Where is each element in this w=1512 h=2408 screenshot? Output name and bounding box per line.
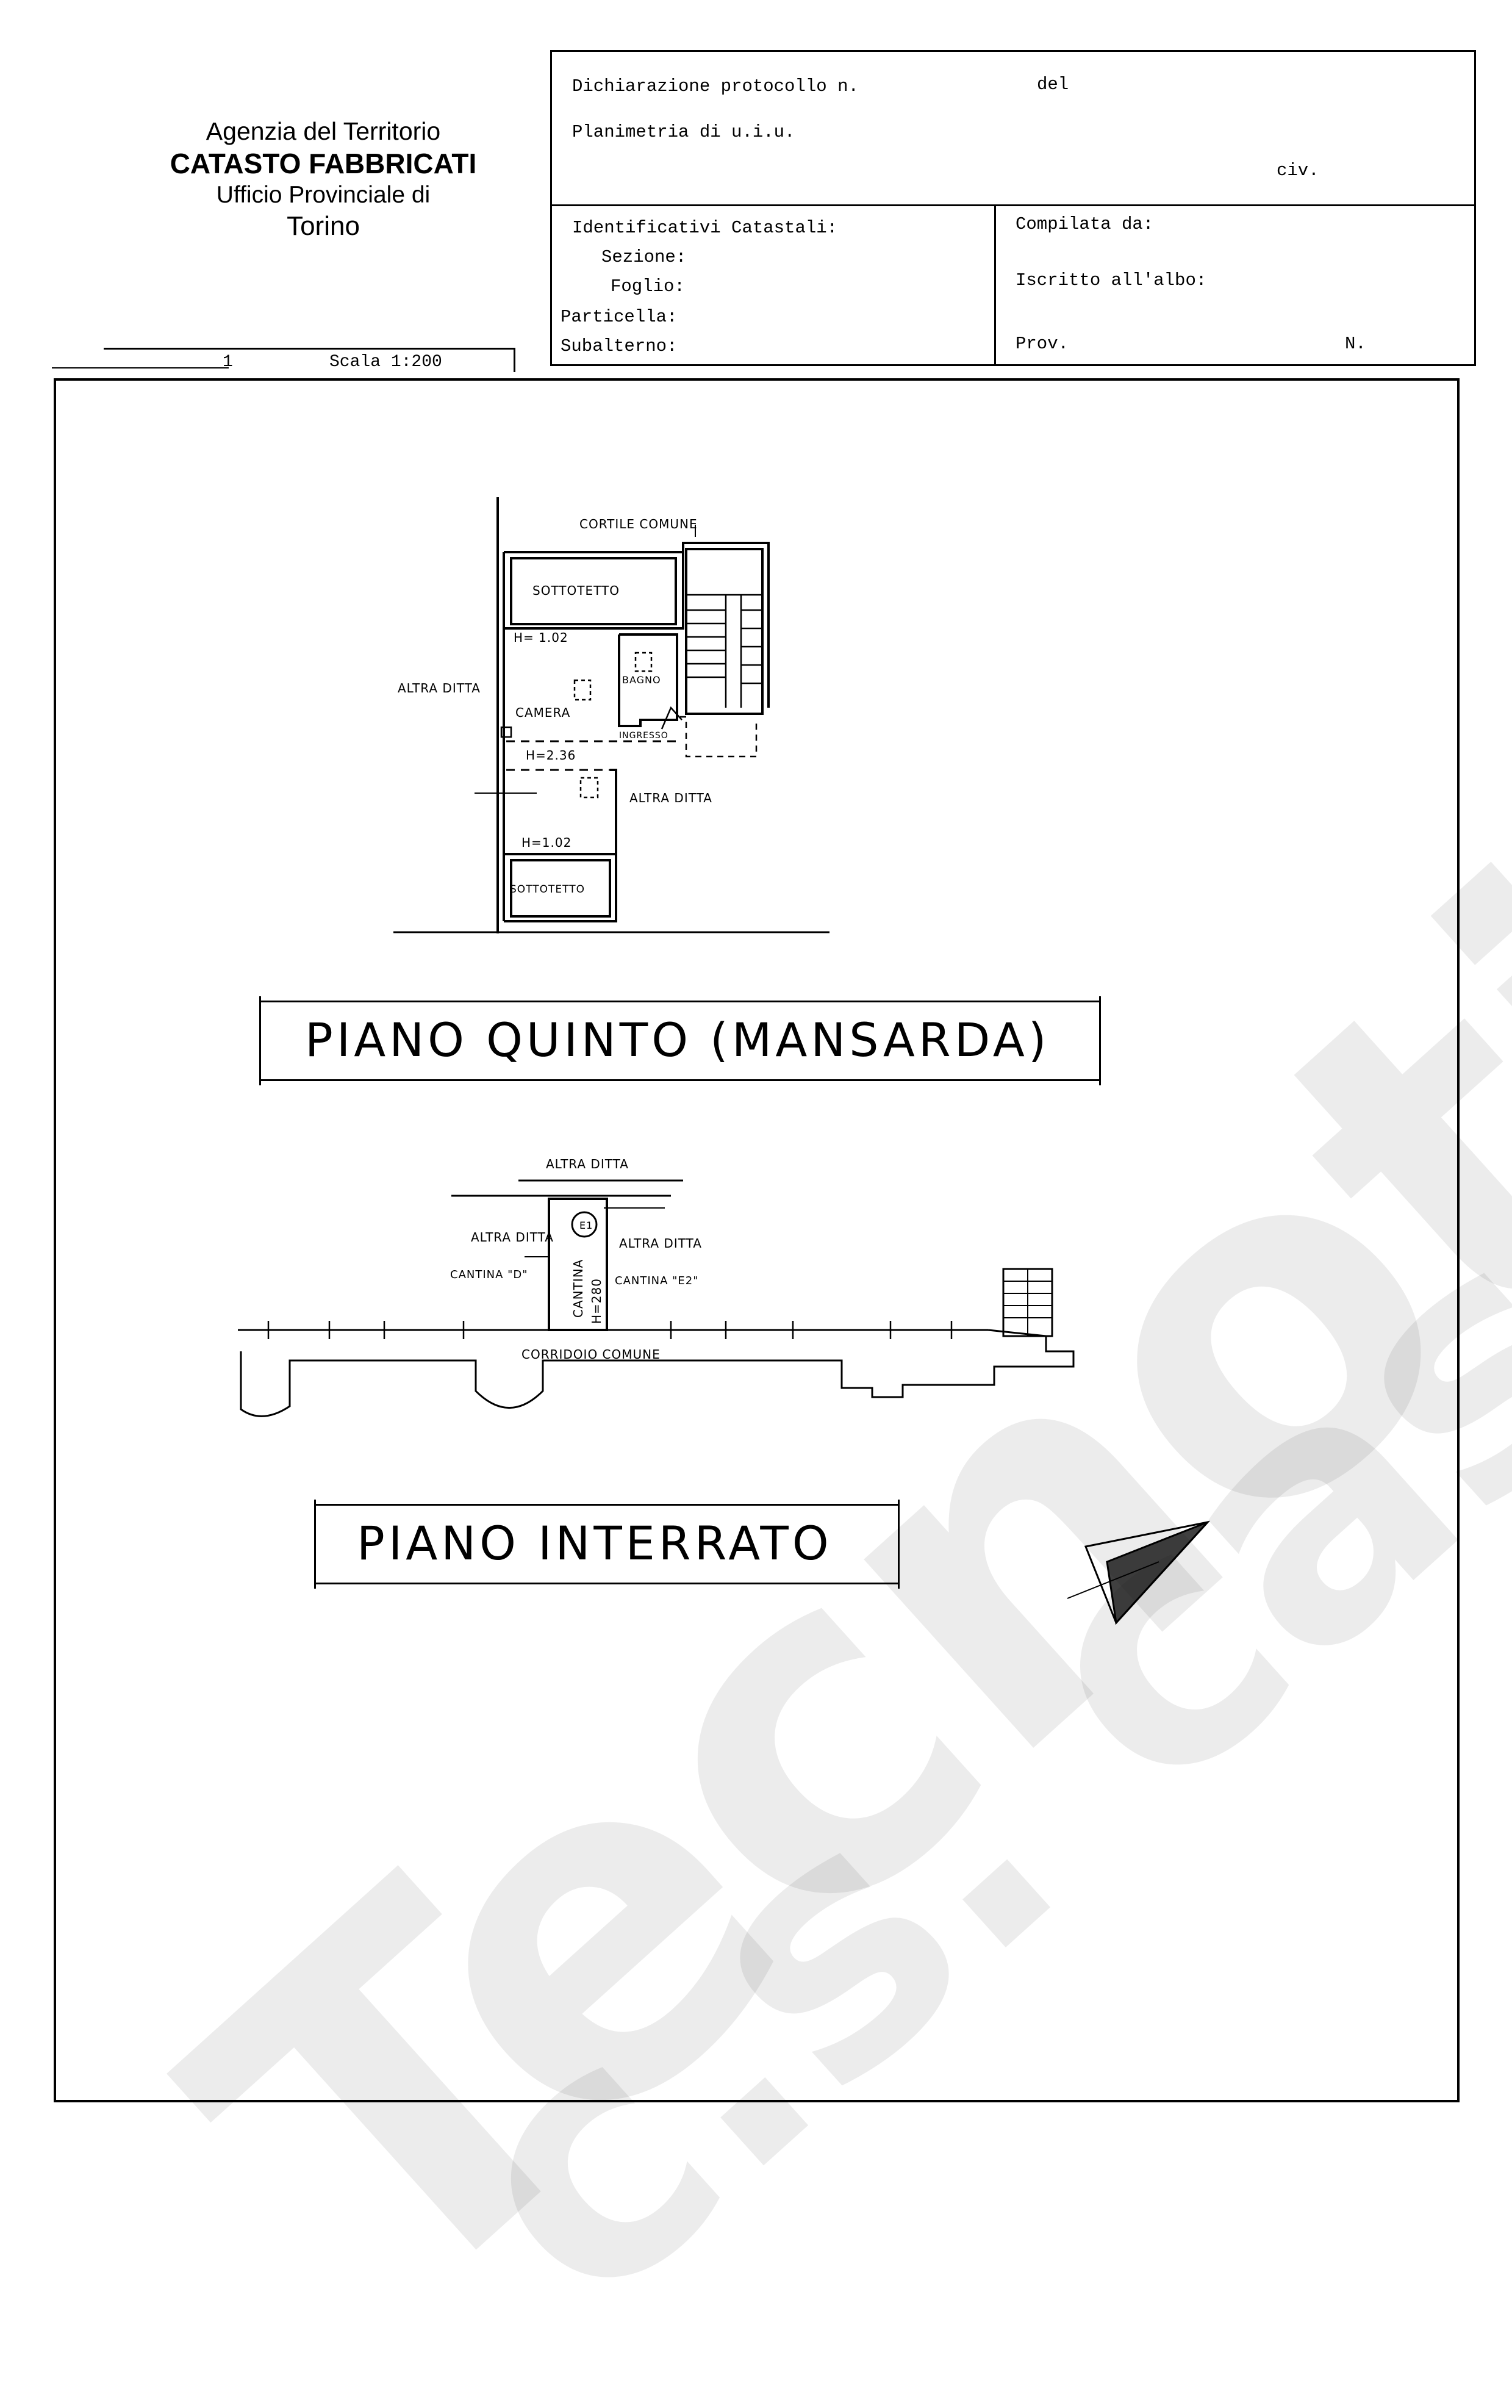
bathroom-label: BAGNO — [622, 674, 661, 686]
upper-plan-title-box — [259, 996, 1101, 1085]
office-label: Ufficio Provinciale di — [216, 182, 431, 209]
section-label: Sezione: — [601, 247, 687, 267]
agency-name: Agenzia del Territorio — [206, 117, 441, 145]
cellar-height-label: H=280 — [589, 1278, 604, 1324]
other-owner-left-basement: ALTRA DITTA — [471, 1230, 554, 1245]
other-owner-right: ALTRA DITTA — [629, 791, 712, 805]
plan-label: Planimetria di u.i.u. — [572, 122, 795, 142]
scale-strip — [104, 348, 515, 372]
cellar-id-label: E1 — [579, 1220, 593, 1231]
attic-bottom-label: SOTTOTETTO — [510, 883, 585, 896]
protocol-label: Dichiarazione protocollo n. — [572, 76, 859, 96]
lower-plan-title-box — [314, 1500, 900, 1589]
register-label: Iscritto all'albo: — [1016, 270, 1207, 290]
lower-plan-drawing — [238, 1179, 1075, 1417]
other-owner-left: ALTRA DITTA — [398, 681, 481, 695]
height-label-2: H=2.36 — [526, 748, 576, 763]
identifiers-title: Identificativi Catastali: — [572, 218, 838, 238]
drawing-frame — [54, 378, 1460, 2102]
cadastral-info-box: Dichiarazione protocollo n. del Planimet… — [550, 50, 1476, 366]
cellar-vertical-label: CANTINA — [571, 1259, 586, 1318]
number-label: N. — [1345, 334, 1366, 354]
cellar-e2-label: CANTINA "E2" — [615, 1274, 699, 1287]
upper-plan-drawing — [393, 497, 829, 933]
north-arrow-icon — [1067, 1520, 1211, 1625]
entrance-label: INGRESSO — [619, 731, 668, 741]
sheet-label: Foglio: — [611, 276, 685, 297]
parcel-label: Particella: — [561, 307, 678, 327]
box-divider-vertical — [994, 204, 996, 364]
height-label-3: H=1.02 — [521, 835, 571, 850]
scale-line — [52, 367, 229, 368]
lower-plan-labels: ALTRA DITTA ALTRA DITTA CANTINA "D" ALTR… — [450, 1157, 702, 1362]
other-owner-top: ALTRA DITTA — [546, 1157, 629, 1171]
date-label: del — [1037, 74, 1069, 95]
other-owner-right-basement: ALTRA DITTA — [619, 1236, 702, 1251]
subunit-label: Subalterno: — [561, 336, 678, 356]
courtyard-label: CORTILE COMUNE — [579, 517, 698, 531]
lower-plan-title: PIANO INTERRATO — [357, 1516, 833, 1570]
province-label: Prov. — [1016, 334, 1069, 354]
corridor-label: CORRIDOIO COMUNE — [521, 1347, 661, 1362]
floor-plans: CORTILE COMUNE SOTTOTETTO H= 1.02 BAGNO … — [238, 497, 1211, 1625]
box-divider-horizontal — [552, 204, 1474, 206]
height-label-1: H= 1.02 — [514, 630, 568, 645]
registry-name: CATASTO FABBRICATI — [170, 148, 477, 180]
upper-plan-labels: CORTILE COMUNE SOTTOTETTO H= 1.02 BAGNO … — [398, 517, 712, 896]
agency-header: Agenzia del Territorio CATASTO FABBRICAT… — [122, 116, 525, 242]
cellar-d-label: CANTINA "D" — [450, 1268, 528, 1281]
scale-label: Scala 1:200 — [329, 353, 442, 372]
civic-label: civ. — [1277, 160, 1319, 181]
upper-plan-title: PIANO QUINTO (MANSARDA) — [305, 1013, 1050, 1067]
office-city: Torino — [287, 210, 360, 241]
bedroom-label: CAMERA — [515, 705, 570, 720]
page-number: 1 — [223, 353, 233, 372]
attic-top-label: SOTTOTETTO — [532, 583, 620, 598]
compiled-by-label: Compilata da: — [1016, 214, 1154, 234]
